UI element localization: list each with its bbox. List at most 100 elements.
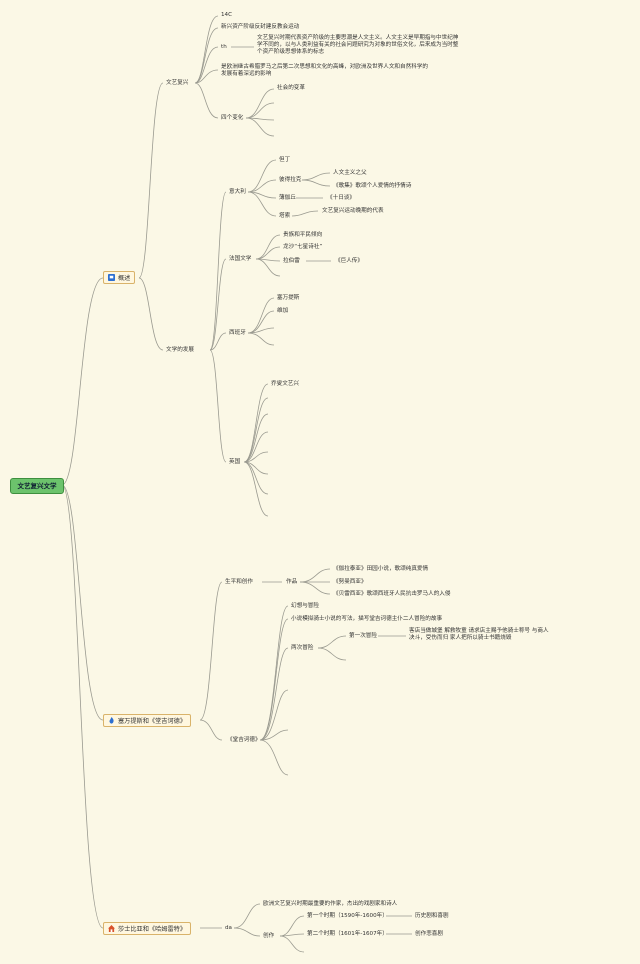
connector bbox=[209, 191, 227, 351]
connector bbox=[199, 581, 223, 721]
connector bbox=[247, 310, 275, 334]
node-renaissance[interactable]: 文艺复兴 bbox=[166, 80, 189, 86]
node-nobility[interactable]: 贵族和平民倾向 bbox=[283, 232, 323, 238]
node-period1[interactable]: 第一个时期（1590年-1600年） bbox=[307, 913, 388, 919]
connector bbox=[259, 689, 289, 741]
connector bbox=[209, 349, 227, 463]
connector bbox=[199, 719, 223, 741]
node-first-adventure[interactable]: 第一次冒险 bbox=[349, 633, 377, 639]
connector bbox=[255, 246, 281, 260]
node-persiles[interactable]: 《贝雷西亚》歌颂西班牙人民抗击罗马人的入侵 bbox=[333, 591, 451, 597]
node-da[interactable]: da bbox=[225, 925, 232, 931]
connector bbox=[61, 484, 104, 721]
node-period2-desc[interactable]: 创作悲喜剧 bbox=[415, 931, 443, 937]
node-14c[interactable]: 14C bbox=[221, 12, 233, 18]
connector bbox=[279, 915, 305, 937]
node-vega[interactable]: 维加 bbox=[277, 308, 289, 314]
connector bbox=[138, 82, 164, 279]
node-dante[interactable]: 但丁 bbox=[279, 157, 291, 163]
node-songbook[interactable]: 《歌集》歌颂个人爱情的抒情诗 bbox=[333, 183, 412, 189]
connector bbox=[245, 102, 275, 119]
connector bbox=[61, 484, 104, 929]
node-tasso-desc[interactable]: 文艺复兴运动晚期的代表 bbox=[322, 208, 384, 214]
node-rabelais[interactable]: 拉伯雷 bbox=[283, 258, 300, 264]
node-period1-desc[interactable]: 历史剧和喜剧 bbox=[415, 913, 449, 919]
flame-icon bbox=[109, 717, 114, 724]
connector bbox=[194, 82, 219, 119]
connector bbox=[255, 258, 281, 277]
connector bbox=[259, 729, 289, 741]
node-rise[interactable]: 新兴资产阶级反封建反教会运动 bbox=[221, 24, 300, 30]
connector bbox=[245, 88, 275, 119]
connector bbox=[299, 568, 331, 583]
node-adventures[interactable]: 两次冒险 bbox=[291, 645, 314, 651]
node-lit-dev[interactable]: 文学的发展 bbox=[166, 347, 194, 353]
node-gargantua[interactable]: 《巨人传》 bbox=[335, 258, 363, 264]
node-social-change[interactable]: 社会的变革 bbox=[277, 85, 305, 91]
connector bbox=[209, 332, 227, 351]
node-works[interactable]: 作品 bbox=[286, 579, 298, 585]
node-boccaccio[interactable]: 薄伽丘 bbox=[279, 195, 296, 201]
main-node-cervantes[interactable]: 塞万提斯和《堂吉诃德》 bbox=[103, 714, 192, 727]
node-life[interactable]: 生平和创作 bbox=[225, 579, 253, 585]
node-england-item[interactable]: 乔叟文艺兴 bbox=[271, 381, 299, 387]
node-petrarch[interactable]: 彼得拉克 bbox=[279, 177, 302, 183]
connector bbox=[61, 277, 104, 486]
connector bbox=[259, 739, 289, 776]
node-cervantes-spain[interactable]: 塞万提斯 bbox=[277, 295, 300, 301]
connector bbox=[301, 172, 331, 181]
connector bbox=[259, 605, 289, 741]
node-pleiade[interactable]: 龙沙“七星诗社” bbox=[283, 244, 323, 250]
node-four-changes[interactable]: 四个变化 bbox=[221, 115, 244, 121]
node-italy[interactable]: 意大利 bbox=[229, 189, 246, 195]
node-period2[interactable]: 第二个时期（1601年-1607年） bbox=[307, 931, 388, 937]
connector bbox=[299, 581, 331, 595]
node-th[interactable]: th bbox=[221, 44, 227, 50]
node-galatea[interactable]: 《伽拉泰亚》田园小说，歌颂纯真爱情 bbox=[333, 566, 429, 572]
connector bbox=[243, 451, 269, 463]
node-decameron[interactable]: 《十日谈》 bbox=[327, 195, 355, 201]
connector bbox=[279, 935, 305, 953]
connector bbox=[243, 461, 269, 517]
node-first-desc[interactable]: 客店当做城堡 解救牧童 请求店主赐予他骑士称号 与商人决斗，受伤而归 家人把所以… bbox=[409, 628, 549, 641]
connector bbox=[317, 635, 347, 649]
connector bbox=[291, 210, 319, 217]
node-tasso[interactable]: 塔索 bbox=[279, 213, 291, 219]
connector bbox=[233, 927, 261, 937]
connector bbox=[247, 332, 275, 346]
node-england[interactable]: 英国 bbox=[229, 459, 241, 465]
node-creation[interactable]: 创作 bbox=[263, 933, 275, 939]
node-th-desc[interactable]: 文艺复兴时期代表资产阶级的主要思潮是人文主义。人文主义是早期指与中世纪神学不同的… bbox=[257, 35, 459, 55]
node-parody[interactable]: 小说模拟骑士小说的写法，描写堂吉诃德主仆二人冒险的故事 bbox=[291, 616, 443, 622]
main-node-shakespeare[interactable]: 莎士比亚和《哈姆雷特》 bbox=[103, 922, 192, 935]
main-node-label: 概述 bbox=[118, 275, 131, 282]
connector bbox=[301, 179, 331, 187]
connector bbox=[255, 234, 281, 260]
connector bbox=[247, 191, 277, 217]
main-node-label: 莎士比亚和《哈姆雷特》 bbox=[118, 926, 187, 933]
node-spain[interactable]: 西班牙 bbox=[229, 330, 246, 336]
connector bbox=[243, 413, 269, 463]
connector bbox=[259, 618, 289, 741]
connector bbox=[247, 297, 275, 334]
node-humanism-father[interactable]: 人文主义之父 bbox=[333, 170, 367, 176]
node-france[interactable]: 法国文学 bbox=[229, 256, 252, 262]
node-quixote[interactable]: 《堂吉诃德》 bbox=[227, 737, 261, 743]
node-numancia[interactable]: 《努曼西亚》 bbox=[333, 579, 367, 585]
node-intro[interactable]: 欧洲文艺复兴时期最重要的作家，杰出的戏剧家和诗人 bbox=[263, 901, 398, 907]
root-node[interactable]: 文艺复兴文学 bbox=[10, 478, 64, 494]
node-fantasy[interactable]: 幻想与冒险 bbox=[291, 603, 319, 609]
connector bbox=[247, 179, 277, 193]
flag-icon bbox=[108, 274, 115, 281]
connector bbox=[243, 431, 269, 463]
connector bbox=[138, 277, 164, 351]
connector bbox=[194, 46, 219, 84]
main-node-overview[interactable]: 概述 bbox=[103, 271, 136, 284]
node-spread[interactable]: 是欧洲继古希腊罗马之后第二次思想和文化的高峰，对欧洲及世界人文和自然科学的发展有… bbox=[221, 64, 428, 77]
connector bbox=[194, 27, 219, 84]
connector bbox=[259, 647, 289, 741]
connector bbox=[245, 117, 275, 137]
connector bbox=[243, 383, 269, 463]
connector bbox=[317, 647, 347, 661]
